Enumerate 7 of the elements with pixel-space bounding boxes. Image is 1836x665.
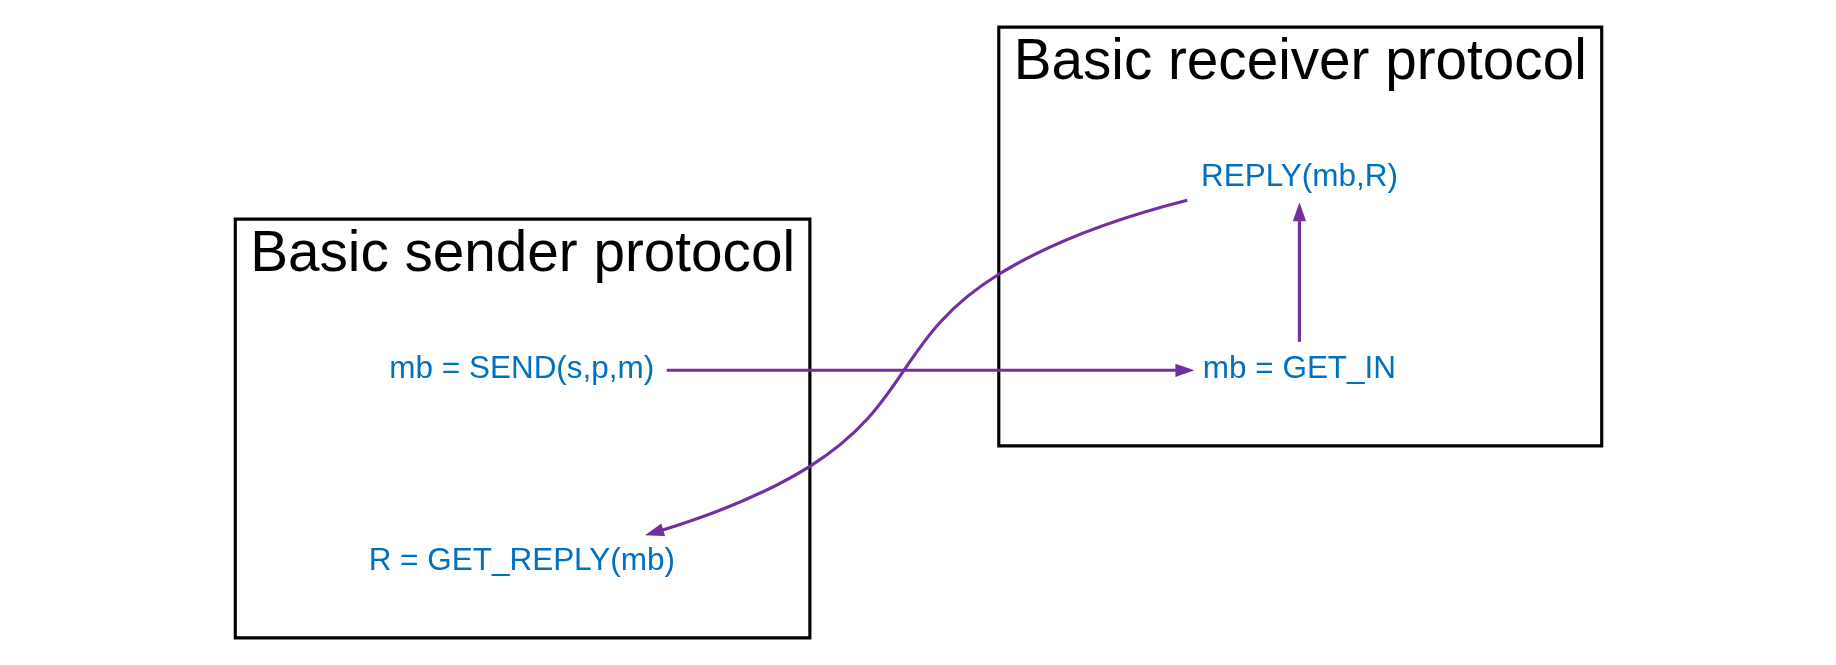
node-text: R = GET_REPLY(mb) [368,542,675,578]
arrow [644,198,1188,537]
node-text: REPLY(mb,R) [1200,158,1398,194]
arrow [1292,202,1306,342]
arrow [666,363,1194,377]
node-text: mb = GET_IN [1202,350,1396,386]
node-text: mb = SEND(s,p,m) [388,350,654,386]
